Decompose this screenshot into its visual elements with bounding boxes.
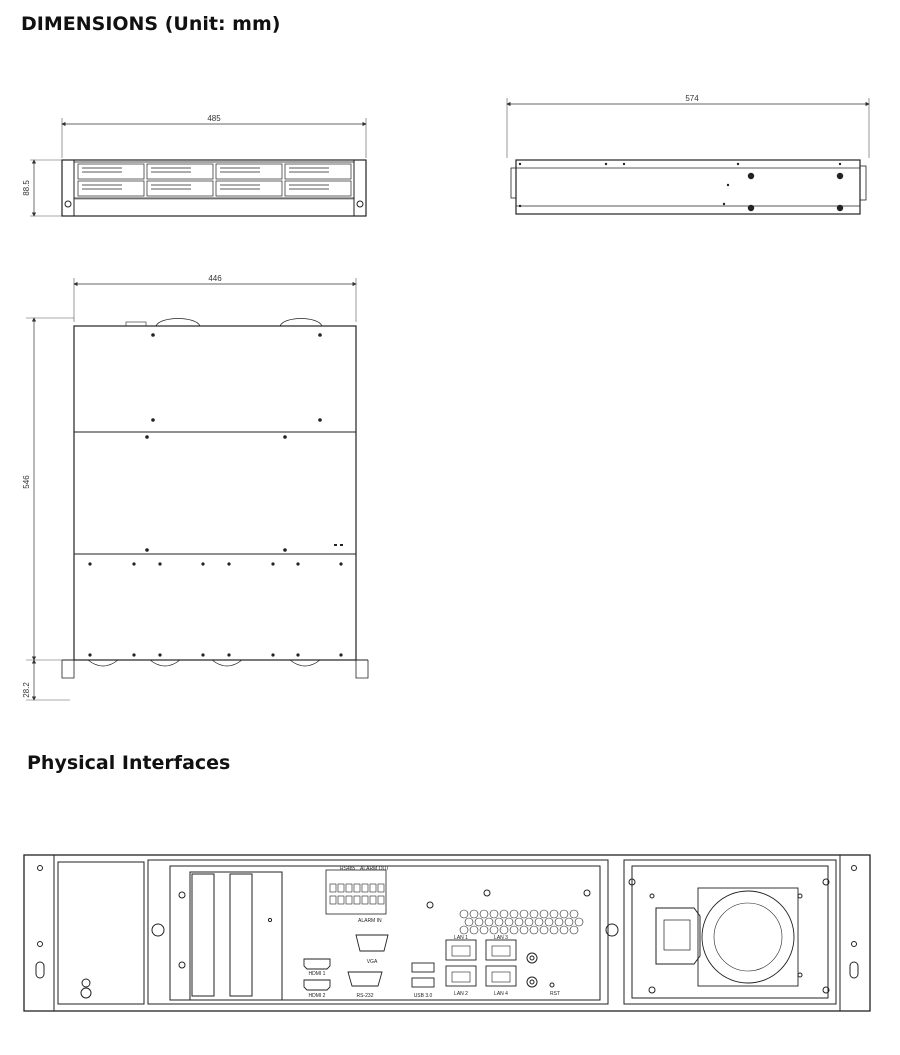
side-depth-label: 574 [685, 94, 699, 103]
physical-interfaces-heading: Physical Interfaces [27, 752, 231, 774]
rst-label: RST [550, 991, 560, 997]
lan3-label: LAN 3 [494, 935, 508, 941]
rs485-label: RS485 [340, 866, 356, 872]
dimensions-heading: DIMENSIONS (Unit: mm) [21, 13, 281, 35]
lan1-label: LAN 1 [454, 935, 468, 941]
front-view [30, 118, 367, 217]
top-view [26, 278, 369, 701]
alarm-in-label: ALARM IN [358, 918, 382, 924]
alarm-out-label: ALARM OUT [360, 866, 389, 872]
vga-label: VGA [367, 959, 378, 965]
rear-panel [23, 854, 871, 1012]
hdmi1-label: HDMI 1 [309, 971, 326, 977]
lan4-label: LAN 4 [494, 991, 508, 997]
front-width-label: 485 [207, 114, 221, 123]
usb-label: USB 3.0 [414, 993, 433, 999]
lan2-label: LAN 2 [454, 991, 468, 997]
front-height-label: 88.5 [22, 180, 31, 196]
hdmi2-label: HDMI 2 [309, 993, 326, 999]
top-width-label: 446 [208, 274, 222, 283]
top-offset-label: 28.2 [22, 682, 31, 698]
top-depth-label: 546 [22, 475, 31, 489]
side-view [506, 98, 870, 215]
rs232-label: RS-232 [357, 993, 374, 999]
